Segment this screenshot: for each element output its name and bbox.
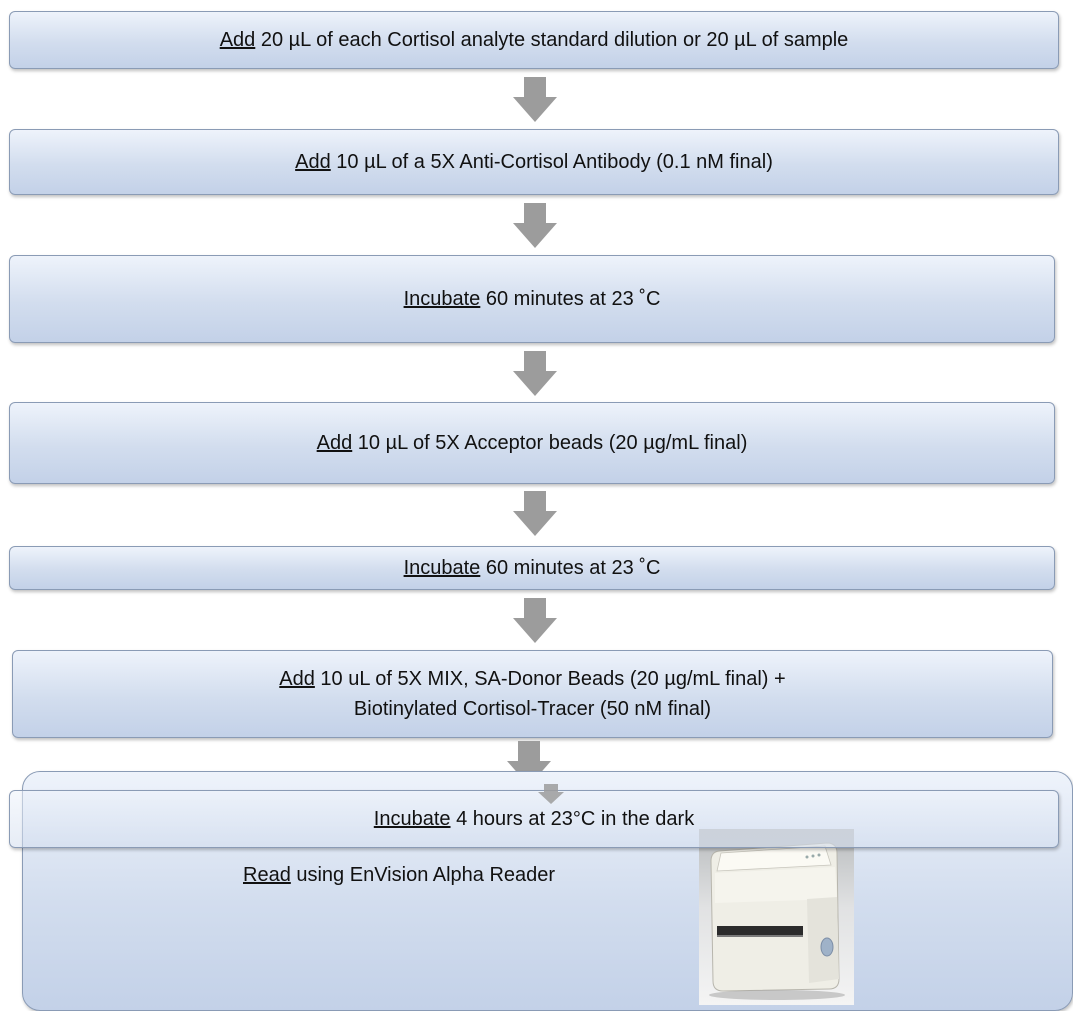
down-arrow-icon [513, 203, 557, 248]
step-6-verb: Add [279, 668, 315, 690]
step-4-text: Add 10 µL of 5X Acceptor beads (20 µg/mL… [317, 428, 748, 458]
step-3-box: Incubate 60 minutes at 23 ˚C [9, 255, 1055, 343]
step-4-detail: 10 µL of 5X Acceptor beads (20 µg/mL fin… [352, 432, 748, 454]
step-2-detail: 10 µL of a 5X Anti-Cortisol Antibody (0.… [330, 151, 773, 173]
step-1-verb: Add [219, 29, 256, 51]
step-1-text: Add 20 µL of each Cortisol analyte stand… [220, 25, 849, 55]
step-6-line-1: Add 10 uL of 5X MIX, SA-Donor Beads (20 … [279, 664, 785, 694]
step-1-detail: 20 µL of each Cortisol analyte standard … [255, 29, 849, 51]
down-arrow-icon [513, 598, 557, 643]
step-5-text: Incubate 60 minutes at 23 ˚C [404, 553, 661, 583]
step-5-box: Incubate 60 minutes at 23 ˚C [9, 546, 1055, 590]
step-8-detail: using EnVision Alpha Reader [290, 864, 556, 886]
step-7-text: Incubate 4 hours at 23°C in the dark [374, 804, 694, 834]
step-5-verb: Incubate [403, 557, 481, 579]
step-8-text: Read using EnVision Alpha Reader [243, 860, 555, 890]
step-6-line-2: Biotinylated Cortisol-Tracer (50 nM fina… [353, 698, 712, 720]
step-2-verb: Add [295, 151, 331, 173]
step-3-verb: Incubate [403, 288, 481, 310]
step-4-verb: Add [316, 432, 353, 454]
down-arrow-icon [513, 351, 557, 396]
step-2-box: Add 10 µL of a 5X Anti-Cortisol Antibody… [9, 129, 1059, 195]
step-7-detail: 4 hours at 23°C in the dark [450, 808, 695, 830]
step-3-text: Incubate 60 minutes at 23 ˚C [404, 284, 661, 314]
step-8-verb: Read [243, 864, 291, 886]
step-2-text: Add 10 µL of a 5X Anti-Cortisol Antibody… [295, 147, 773, 177]
reader-instrument-icon [709, 842, 845, 1000]
down-arrow-icon [507, 741, 551, 786]
down-arrow-icon [538, 784, 564, 804]
step-5-detail: 60 minutes at 23 ˚C [480, 557, 661, 579]
down-arrow-icon [513, 491, 557, 536]
step-6-box: Add 10 uL of 5X MIX, SA-Donor Beads (20 … [12, 650, 1053, 738]
down-arrow-icon [513, 77, 557, 122]
envision-reader-image [699, 829, 854, 1005]
step-4-box: Add 10 µL of 5X Acceptor beads (20 µg/mL… [9, 402, 1055, 484]
step-6-detail: 10 uL of 5X MIX, SA-Donor Beads (20 µg/m… [314, 668, 786, 690]
step-3-detail: 60 minutes at 23 ˚C [480, 288, 661, 310]
step-7-box: Incubate 4 hours at 23°C in the dark [9, 790, 1059, 848]
step-1-box: Add 20 µL of each Cortisol analyte stand… [9, 11, 1059, 69]
step-7-verb: Incubate [373, 808, 451, 830]
